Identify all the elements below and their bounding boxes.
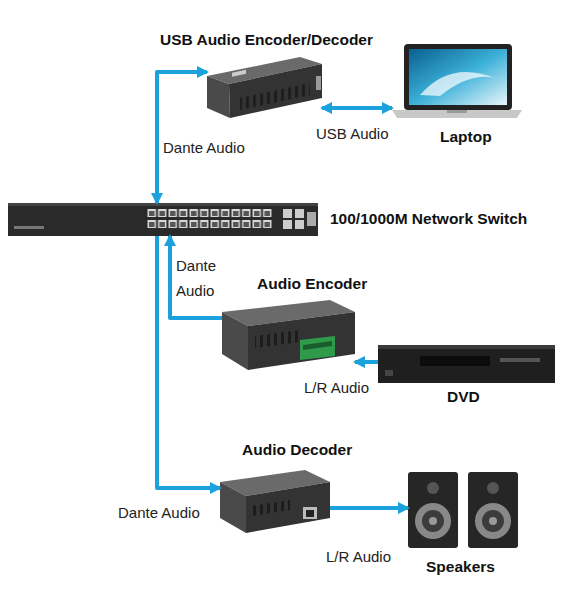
signal-cable bbox=[157, 72, 207, 203]
signal-cable bbox=[322, 106, 392, 110]
signal-label: Dante Audio bbox=[176, 253, 226, 303]
device-label: DVD bbox=[447, 388, 480, 406]
audio-encoder-device bbox=[222, 300, 355, 370]
device-node: 100/1000M Network Switch bbox=[8, 203, 318, 236]
signal-cable bbox=[355, 360, 378, 364]
signal-label: Dante Audio bbox=[118, 500, 200, 525]
signal-label: USB Audio bbox=[316, 121, 389, 146]
device-label: 100/1000M Network Switch bbox=[330, 210, 527, 228]
speakers-illustration bbox=[408, 472, 518, 548]
network-switch bbox=[8, 203, 318, 236]
signal-cable bbox=[170, 236, 222, 318]
signal-label: Dante Audio bbox=[163, 135, 245, 160]
device-node: Audio Encoder bbox=[222, 300, 355, 370]
device-label: USB Audio Encoder/Decoder bbox=[160, 31, 373, 49]
signal-cable bbox=[330, 506, 408, 510]
usb-encoder-device bbox=[207, 57, 322, 118]
device-label: Speakers bbox=[426, 558, 495, 576]
device-label: Audio Decoder bbox=[242, 441, 352, 459]
dvd-player bbox=[378, 345, 555, 383]
signal-label: L/R Audio bbox=[304, 375, 369, 400]
device-node: USB Audio Encoder/Decoder bbox=[207, 55, 322, 118]
device-node: Speakers bbox=[408, 472, 518, 548]
device-label: Laptop bbox=[440, 128, 492, 146]
laptop-illustration bbox=[392, 44, 522, 118]
signal-label: L/R Audio bbox=[326, 544, 391, 569]
device-node: Audio Decoder bbox=[220, 470, 330, 533]
device-node: Laptop bbox=[392, 44, 522, 118]
device-label: Audio Encoder bbox=[257, 275, 367, 293]
device-node: DVD bbox=[378, 345, 555, 385]
audio-decoder-device bbox=[220, 470, 330, 533]
